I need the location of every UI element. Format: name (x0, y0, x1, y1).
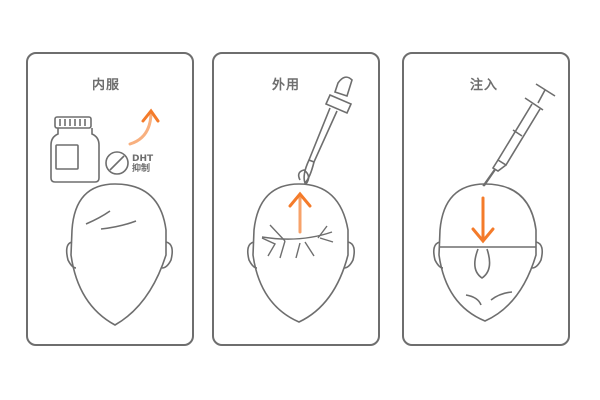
panel-title-injection: 注入 (470, 78, 499, 93)
panel-topical: 外用 (212, 52, 380, 346)
syringe-icon (482, 83, 556, 187)
panel-oral: 内服 (26, 52, 194, 346)
head-icon (65, 183, 173, 326)
inhibit-icon (105, 151, 129, 175)
arrow-up-icon (128, 108, 160, 146)
head-icon (433, 183, 543, 322)
panel-title-topical: 外用 (272, 78, 301, 93)
panel-title-oral: 内服 (91, 78, 120, 93)
dht-label: DHT 抑制 (132, 154, 154, 174)
panel-injection: 注入 (402, 52, 570, 346)
arrow-up-icon (288, 191, 312, 234)
head-icon (247, 169, 355, 323)
pill-bottle-icon (50, 116, 100, 183)
arrow-down-icon (471, 196, 495, 244)
scalp-absorption-icon (261, 224, 334, 259)
dropper-icon (303, 76, 353, 185)
